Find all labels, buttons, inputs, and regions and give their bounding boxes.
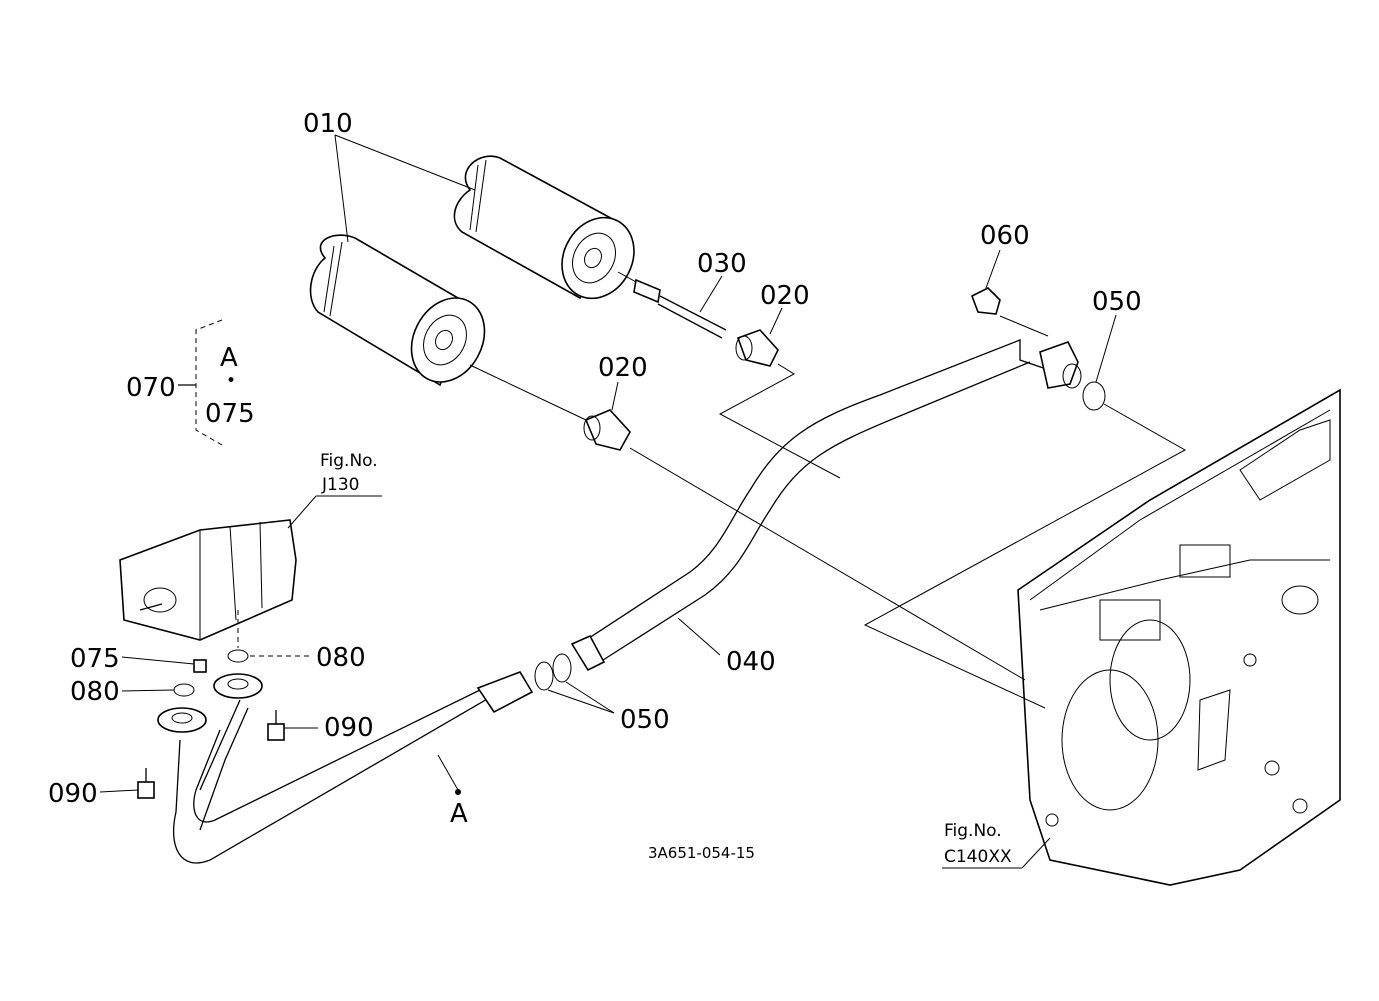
fig-ref-housing-code: C140XX [944,847,1012,867]
callout-040: 040 [726,647,776,677]
fig-ref-pump-code: J130 [321,475,359,495]
o-ring-050-b [534,661,554,691]
leader-lines [99,134,1187,869]
oil-pipe-main [570,339,1082,672]
callout-090-left: 090 [48,779,98,809]
section-letter-bracket: A [220,343,238,373]
callout-075-bracket: 075 [205,399,255,429]
oil-filter-upper [453,155,635,300]
bolt-075 [193,659,207,673]
fig-ref-housing-label: Fig.No. [944,821,1002,841]
callout-060: 060 [980,221,1030,251]
callout-020-upper: 020 [760,281,810,311]
callout-080-left: 080 [70,677,120,707]
section-dot-bracket: • [226,371,236,391]
callout-070: 070 [126,373,176,403]
callout-090-right: 090 [324,713,374,743]
flange-right [213,673,263,699]
o-ring-080-b [227,649,249,663]
callout-050-lower: 050 [620,705,670,735]
o-ring-080-a [173,683,195,697]
o-ring-050-c [552,653,572,683]
hydraulic-pump [119,519,297,641]
bolt-090-left [137,768,155,799]
filter-stud [633,278,727,339]
flange-left [157,707,207,733]
callout-075: 075 [70,644,120,674]
drain-plug [970,287,1001,315]
section-letter-pipe: A [450,799,468,829]
transmission-housing [1017,388,1341,886]
filter-adapter-upper [735,329,779,367]
callout-020-lower: 020 [598,353,648,383]
o-ring-050-a [1082,381,1106,411]
callout-010: 010 [303,109,353,139]
drawing-id: 3A651-054-15 [648,844,755,862]
callout-050-upper: 050 [1092,287,1142,317]
callout-030: 030 [697,249,747,279]
callout-080-right: 080 [316,643,366,673]
bolt-090-right [267,710,285,741]
oil-filter-lower [309,234,486,387]
filter-adapter-lower [583,409,631,451]
section-bracket [178,319,223,446]
fig-ref-pump-label: Fig.No. [320,451,378,471]
oil-pipe-suction [172,671,534,864]
